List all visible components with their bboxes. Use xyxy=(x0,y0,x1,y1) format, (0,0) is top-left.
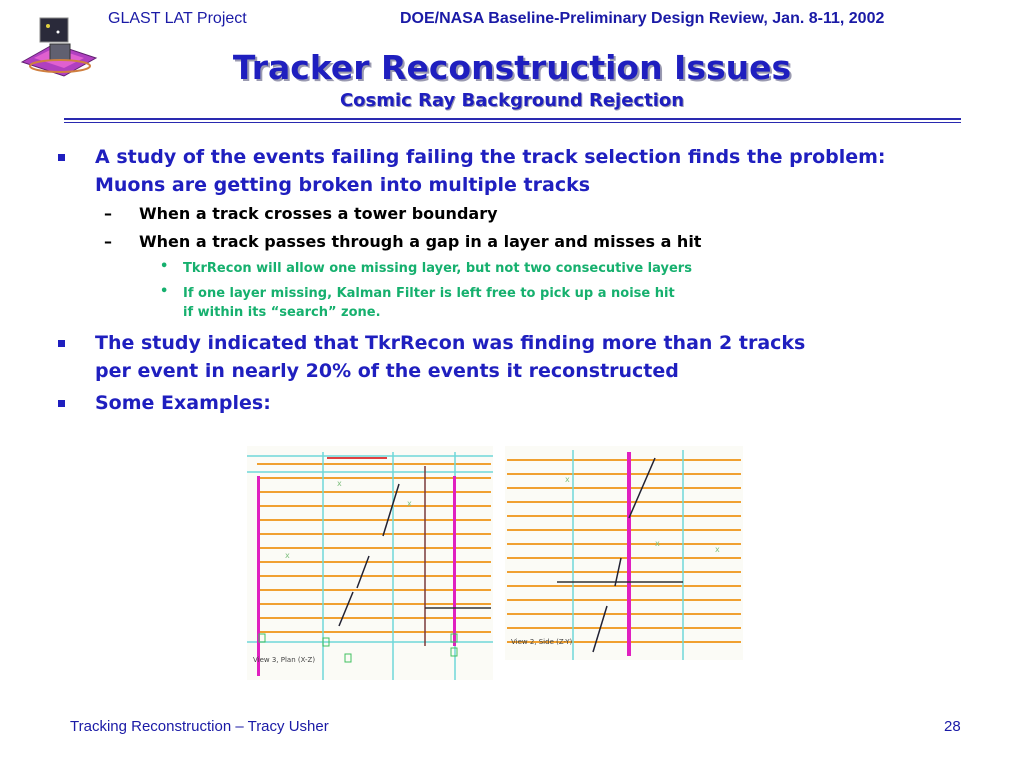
footer-author: Tracking Reconstruction – Tracy Usher xyxy=(70,718,329,735)
square-bullet-icon xyxy=(58,340,65,347)
right-figure-label: View 2, Side (Z-Y) xyxy=(511,638,572,646)
svg-text:x: x xyxy=(407,499,412,508)
square-bullet-icon xyxy=(58,400,65,407)
bullet-2-line-1: The study indicated that TkrRecon was fi… xyxy=(95,332,806,354)
header-review: DOE/NASA Baseline-Preliminary Design Rev… xyxy=(400,10,885,27)
sub-sub-bullet-2-line-1: If one layer missing, Kalman Filter is l… xyxy=(183,286,675,301)
sub-sub-bullet-2-line-2: if within its “search” zone. xyxy=(183,305,381,320)
left-figure-label: View 3, Plan (X-Z) xyxy=(253,656,315,664)
svg-text:x: x xyxy=(715,545,720,554)
header-project: GLAST LAT Project xyxy=(108,10,247,27)
bullet-3: Some Examples: xyxy=(95,392,271,414)
dash-bullet-icon: – xyxy=(104,232,112,251)
svg-text:x: x xyxy=(285,551,290,560)
slide-subtitle: Cosmic Ray Background Rejection xyxy=(339,90,685,111)
svg-text:x: x xyxy=(565,475,570,484)
square-bullet-icon xyxy=(58,154,65,161)
sub-bullet-1: When a track crosses a tower boundary xyxy=(139,204,498,223)
title-rule xyxy=(64,118,961,120)
event-display-left: x x x View 3, Plan (X-Z) xyxy=(247,446,493,684)
glast-logo xyxy=(14,14,104,86)
bullet-1-line-1: A study of the events failing failing th… xyxy=(95,146,886,168)
bullet-2-line-2: per event in nearly 20% of the events it… xyxy=(95,360,679,382)
sub-bullet-2: When a track passes through a gap in a l… xyxy=(139,232,702,251)
svg-text:x: x xyxy=(337,479,342,488)
slide-title: Tracker Reconstruction Issues xyxy=(232,48,792,87)
sub-sub-bullet-1: TkrRecon will allow one missing layer, b… xyxy=(183,261,692,276)
event-display-right: x x x View 2, Side (Z-Y) xyxy=(505,446,743,664)
dot-bullet-icon: • xyxy=(160,259,169,274)
page-number: 28 xyxy=(944,718,961,735)
title-rule-thin xyxy=(64,122,961,123)
svg-text:x: x xyxy=(655,539,660,548)
bullet-1-line-2: Muons are getting broken into multiple t… xyxy=(95,174,591,196)
dot-bullet-icon: • xyxy=(160,284,169,299)
dash-bullet-icon: – xyxy=(104,204,112,223)
